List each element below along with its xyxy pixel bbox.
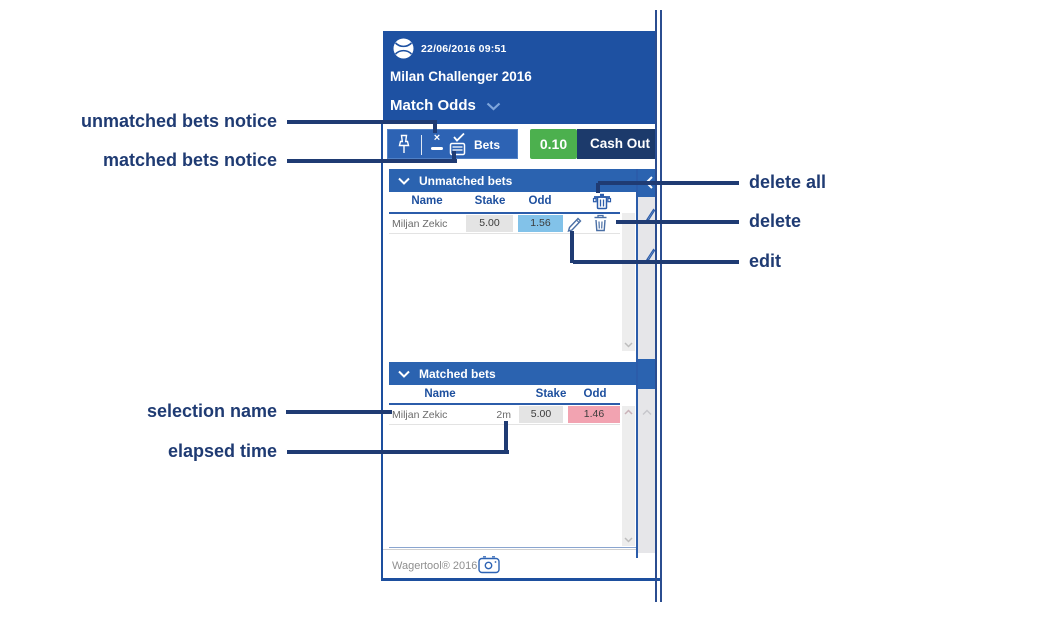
matched-header-underline xyxy=(389,403,620,405)
panel-right-border xyxy=(636,169,638,558)
unmatched-selection-name: Miljan Zekic xyxy=(392,218,448,230)
copyright-text: Wagertool® 2016 xyxy=(392,560,478,572)
connector-line xyxy=(570,231,574,263)
annotation-unmatched-bets-notice: unmatched bets notice xyxy=(80,111,277,131)
matched-col-name: Name xyxy=(424,388,456,400)
connector-line xyxy=(287,159,457,163)
matched-col-stake: Stake xyxy=(535,388,567,400)
pin-icon[interactable] xyxy=(397,134,411,161)
toolbar-divider xyxy=(421,135,422,155)
scroll-down-icon[interactable] xyxy=(624,342,633,348)
connector-line xyxy=(504,421,508,453)
stake-step-button[interactable]: 0.10 xyxy=(530,129,577,159)
connector-line xyxy=(452,151,456,162)
cash-out-button[interactable]: Cash Out xyxy=(577,129,657,159)
trash-icon[interactable] xyxy=(593,214,608,232)
connector-line xyxy=(287,120,437,124)
edit-pencil-icon xyxy=(646,248,656,266)
connector-line xyxy=(286,410,392,414)
scroll-up-icon[interactable] xyxy=(624,409,633,415)
panel-footer: Wagertool® 2016 xyxy=(383,549,638,581)
collapse-chevron-icon xyxy=(398,370,410,378)
unmatched-odd-cell[interactable]: 1.56 xyxy=(518,215,563,232)
panel-left-border xyxy=(381,124,383,580)
annotation-delete-all: delete all xyxy=(749,172,827,192)
event-title: Milan Challenger 2016 xyxy=(390,69,532,84)
matched-stake-cell: 5.00 xyxy=(519,406,563,423)
chevron-down-icon xyxy=(486,102,501,111)
annotation-selection-name: selection name xyxy=(146,401,277,421)
matched-section-bottom-border xyxy=(389,547,638,548)
unmatched-bets-title: Unmatched bets xyxy=(419,173,513,188)
connector-line xyxy=(596,183,600,193)
elapsed-time: 2m xyxy=(496,409,511,421)
connector-line xyxy=(573,260,739,264)
connector-line xyxy=(616,220,739,224)
matched-odd-cell: 1.46 xyxy=(568,406,620,423)
event-timestamp: 22/06/2016 09:51 xyxy=(421,43,507,55)
connector-line xyxy=(598,181,739,185)
unmatched-stake-cell[interactable]: 5.00 xyxy=(466,215,513,232)
unmatched-bets-notice-icon[interactable]: × xyxy=(428,132,446,158)
delete-all-icon[interactable] xyxy=(592,193,612,211)
unmatched-scrollbar[interactable] xyxy=(622,213,635,351)
unmatched-col-odd: Odd xyxy=(528,195,552,207)
bets-toolbar-label: Bets xyxy=(474,138,501,152)
matched-bets-title: Matched bets xyxy=(419,366,496,381)
matched-scrollbar[interactable] xyxy=(622,406,635,546)
edit-pencil-icon[interactable] xyxy=(567,215,583,233)
connector-line xyxy=(433,122,437,133)
row-divider xyxy=(389,233,620,234)
unmatched-header-underline xyxy=(389,212,620,214)
annotation-elapsed-time: elapsed time xyxy=(167,441,277,461)
tennis-ball-icon xyxy=(393,38,414,59)
unmatched-bets-section-header[interactable]: Unmatched bets xyxy=(389,169,638,192)
matched-bets-section-header[interactable]: Matched bets xyxy=(389,362,638,385)
window-edge-line xyxy=(655,10,657,602)
matched-col-odd: Odd xyxy=(583,388,607,400)
matched-selection-name: Miljan Zekic xyxy=(392,409,448,421)
edit-pencil-icon xyxy=(646,208,656,226)
connector-line xyxy=(287,450,509,454)
unmatched-col-stake: Stake xyxy=(474,195,506,207)
bets-panel: 22/06/2016 09:51 Milan Challenger 2016 M… xyxy=(381,31,660,581)
annotation-delete: delete xyxy=(749,211,802,231)
unmatched-col-name: Name xyxy=(411,195,443,207)
scroll-up-icon xyxy=(642,409,652,416)
market-header: 22/06/2016 09:51 Milan Challenger 2016 M… xyxy=(383,31,657,124)
adjacent-panel-sliver xyxy=(638,169,656,553)
matched-bets-notice-icon[interactable] xyxy=(448,131,468,163)
annotation-edit: edit xyxy=(749,251,782,271)
window-edge-line xyxy=(660,10,662,602)
annotation-matched-bets-notice: matched bets notice xyxy=(102,150,277,170)
panel-bottom-border xyxy=(381,578,660,581)
market-selector[interactable]: Match Odds xyxy=(390,97,501,114)
adjacent-section-bar xyxy=(638,359,656,389)
market-label: Match Odds xyxy=(390,97,476,114)
camera-icon[interactable] xyxy=(478,556,501,574)
scroll-down-icon[interactable] xyxy=(624,537,633,543)
collapse-chevron-icon xyxy=(398,177,410,185)
